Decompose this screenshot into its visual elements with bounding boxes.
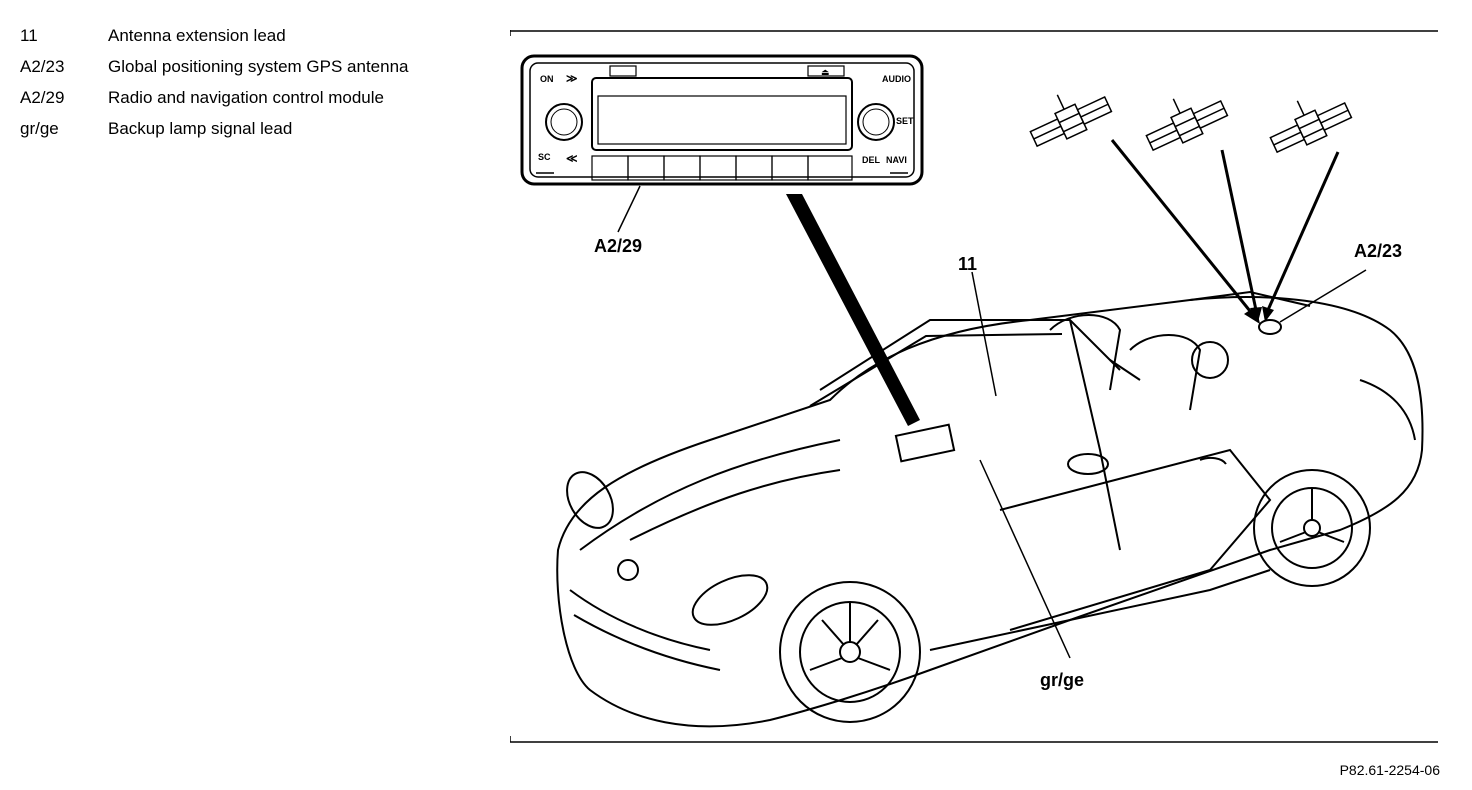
callout-11: 11 bbox=[958, 254, 977, 274]
dash-radio-module bbox=[894, 423, 956, 463]
legend-code: A2/29 bbox=[20, 88, 65, 107]
legend-code: A2/23 bbox=[20, 57, 65, 76]
radio-navi-label: NAVI bbox=[886, 155, 907, 165]
legend-item: gr/ge Backup lamp signal lead bbox=[20, 117, 460, 140]
gps-satellite-icon bbox=[1145, 98, 1229, 152]
gps-satellite-icon bbox=[1269, 100, 1353, 154]
radio-audio-label: AUDIO bbox=[882, 74, 911, 84]
legend-description: Antenna extension lead bbox=[108, 26, 286, 45]
radio-set-label: SET bbox=[896, 116, 914, 126]
seek-forward-icon: ≫ bbox=[566, 73, 578, 85]
arrowheads bbox=[1244, 306, 1274, 324]
legend-item: A2/23 Global positioning system GPS ante… bbox=[20, 55, 460, 78]
callout-a2-23: A2/23 bbox=[1354, 241, 1402, 261]
gps-satellite-icon bbox=[1029, 94, 1113, 148]
legend-code: gr/ge bbox=[20, 119, 59, 138]
leader-line-gr-ge bbox=[979, 459, 1071, 659]
radio-sc-label: SC bbox=[538, 152, 551, 162]
legend-code: 11 bbox=[20, 26, 38, 45]
legend: 11 Antenna extension lead A2/23 Global p… bbox=[20, 24, 460, 148]
legend-description: Backup lamp signal lead bbox=[108, 119, 293, 138]
gps-antenna bbox=[1258, 319, 1282, 335]
eject-icon: ⏏ bbox=[821, 67, 830, 77]
callout-gr-ge: gr/ge bbox=[1040, 670, 1084, 690]
radio-location-arrow bbox=[786, 194, 920, 426]
gps-signal-arrows bbox=[1110, 139, 1340, 317]
legend-description: Radio and navigation control module bbox=[108, 88, 384, 107]
radio-del-label: DEL bbox=[862, 155, 881, 165]
legend-item: A2/29 Radio and navigation control modul… bbox=[20, 86, 460, 109]
radio-on-label: ON bbox=[540, 74, 554, 84]
leader-line-a2-23 bbox=[1279, 269, 1367, 323]
legend-item: 11 Antenna extension lead bbox=[20, 24, 460, 47]
leader-line-a2-29 bbox=[617, 185, 641, 233]
legend-description: Global positioning system GPS antenna bbox=[108, 57, 409, 76]
seek-back-icon: ≪ bbox=[566, 153, 578, 165]
callout-a2-29: A2/29 bbox=[594, 236, 642, 256]
figure-id: P82.61-2254-06 bbox=[1339, 762, 1440, 778]
radio-navigation-unit bbox=[520, 54, 924, 186]
leader-line-11 bbox=[971, 271, 997, 397]
diagram-frame: ON AUDIO SET DEL NAVI SC ≫ ≪ ⏏ A2/29 bbox=[510, 30, 1438, 743]
car-illustration bbox=[556, 290, 1424, 728]
